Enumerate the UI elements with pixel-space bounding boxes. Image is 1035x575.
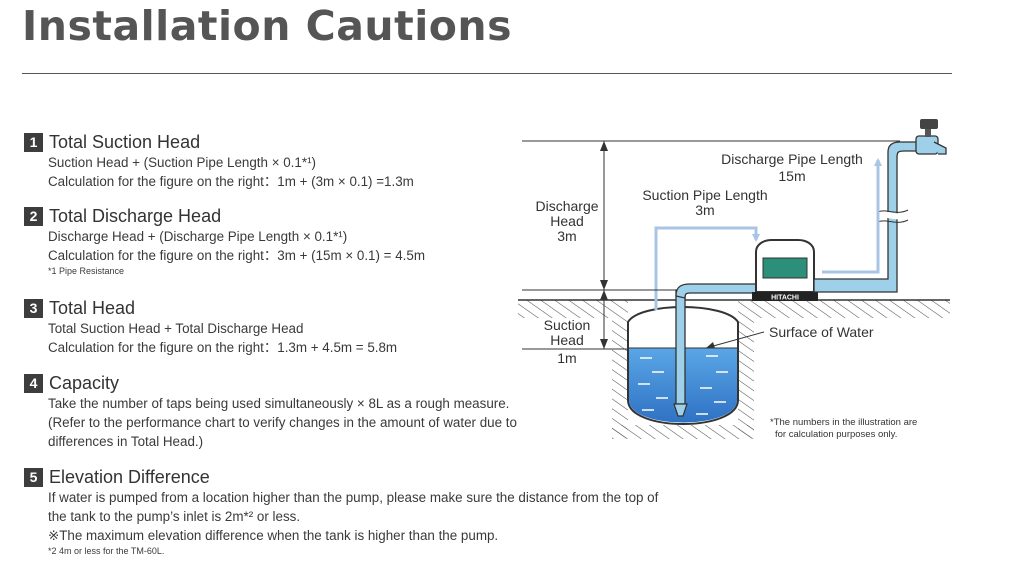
tap-icon bbox=[915, 119, 947, 155]
section-line: Total Suction Head + Total Discharge Hea… bbox=[48, 321, 304, 336]
section-line: Calculation for the figure on the right：… bbox=[48, 340, 398, 355]
section-total-discharge-head: 2 Total Discharge Head Discharge Head + … bbox=[24, 205, 744, 278]
suction-head-label: Suction bbox=[544, 317, 591, 333]
suction-head-label: Head bbox=[550, 332, 583, 348]
suction-pipe-value: 3m bbox=[695, 202, 714, 218]
surface-leader-line bbox=[705, 331, 765, 349]
flow-arrows bbox=[654, 158, 882, 310]
section-title: Total Head bbox=[49, 297, 136, 318]
section-capacity: 4 Capacity Take the number of taps being… bbox=[24, 372, 744, 451]
section-line: Calculation for the figure on the right：… bbox=[48, 248, 425, 263]
section-line: (Refer to the performance chart to verif… bbox=[48, 415, 517, 430]
section-line: the tank to the pump’s inlet is 2m*² or … bbox=[48, 509, 301, 524]
pipe-resistance-note: *1 Pipe Resistance bbox=[48, 266, 125, 276]
section-number-badge: 4 bbox=[24, 373, 43, 393]
dimension-arrowheads bbox=[600, 141, 608, 349]
section-line: Calculation for the figure on the right：… bbox=[48, 174, 414, 189]
section-line: differences in Total Head.) bbox=[48, 434, 204, 449]
discharge-head-label: Head bbox=[550, 213, 583, 229]
section-total-head: 3 Total Head Total Suction Head + Total … bbox=[24, 297, 744, 357]
discharge-pipe-label: Discharge Pipe Length bbox=[721, 151, 863, 167]
pump-brand-label: HITACHI bbox=[771, 295, 799, 302]
section-number-badge: 3 bbox=[24, 298, 43, 318]
page-title: Installation Cautions bbox=[22, 2, 513, 50]
section-line: Take the number of taps being used simul… bbox=[48, 396, 510, 411]
illustration-footnote: for calculation purposes only. bbox=[775, 429, 897, 440]
suction-head-value: 1m bbox=[557, 350, 576, 366]
discharge-pipe-value: 15m bbox=[778, 168, 805, 184]
pump-unit: HITACHI bbox=[752, 239, 818, 302]
installation-diagram: HITACHI Discharge Head 3m Suction bbox=[518, 119, 950, 440]
section-number-badge: 2 bbox=[24, 206, 43, 226]
section-title: Capacity bbox=[49, 372, 120, 393]
section-total-suction-head: 1 Total Suction Head Suction Head + (Suc… bbox=[24, 131, 744, 191]
illustration-footnote: *The numbers in the illustration are bbox=[770, 417, 917, 428]
section-line: Suction Head + (Suction Pipe Length × 0.… bbox=[48, 155, 316, 170]
dimension-lines bbox=[522, 140, 900, 350]
surface-of-water-label: Surface of Water bbox=[769, 324, 874, 340]
discharge-head-value: 3m bbox=[557, 228, 576, 244]
section-title: Elevation Difference bbox=[49, 466, 210, 487]
section-line: ※The maximum elevation difference when t… bbox=[48, 528, 499, 543]
tm60l-note: *2 4m or less for the TM-60L. bbox=[48, 546, 165, 556]
ground-hatching bbox=[518, 300, 950, 439]
section-title: Total Suction Head bbox=[49, 131, 201, 152]
section-line: Discharge Head + (Discharge Pipe Length … bbox=[48, 229, 348, 244]
section-elevation-difference: 5 Elevation Difference If water is pumpe… bbox=[24, 466, 744, 558]
section-line: If water is pumped from a location highe… bbox=[48, 490, 659, 505]
section-number-badge: 5 bbox=[24, 467, 43, 487]
suction-pipe-label: Suction Pipe Length bbox=[642, 187, 767, 203]
section-title: Total Discharge Head bbox=[49, 205, 222, 226]
title-divider bbox=[22, 73, 952, 74]
discharge-head-label: Discharge bbox=[535, 198, 598, 214]
section-number-badge: 1 bbox=[24, 132, 43, 152]
